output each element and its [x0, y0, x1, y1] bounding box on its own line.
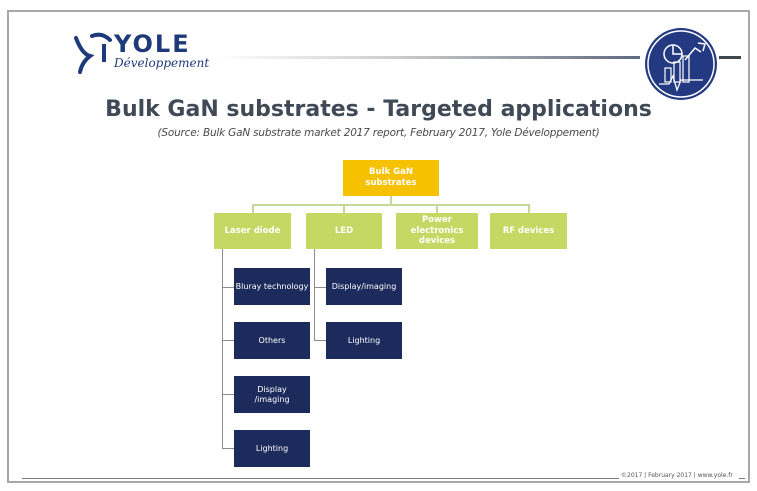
node-lighting-led: Lighting	[326, 322, 402, 359]
node-display-imaging-laser: Display /imaging	[234, 376, 310, 413]
node-display-imaging-led: Display/imaging	[326, 268, 402, 305]
connector-app-bar	[252, 204, 530, 206]
node-others: Others	[234, 322, 310, 359]
header-divider-right	[719, 56, 741, 59]
node-lighting-laser: Lighting	[234, 430, 310, 467]
connector-led-children	[314, 249, 315, 341]
yole-logo-mark-icon	[74, 32, 112, 74]
slide-title: Bulk GaN substrates - Targeted applicati…	[105, 97, 652, 122]
logo-subtitle: Développement	[114, 56, 210, 70]
connector-root-stem	[390, 196, 392, 205]
node-bulk-gan-substrates: Bulk GaN substrates	[343, 160, 439, 196]
node-led: LED	[306, 213, 382, 249]
node-rf-devices: RF devices	[490, 213, 567, 249]
connector-led-child-2	[314, 340, 326, 341]
connector-laser-child-3	[222, 394, 234, 395]
footer-divider-end	[739, 478, 745, 479]
footer-text: ©2017 | February 2017 | www.yole.fr	[621, 472, 733, 479]
connector-laser-child-1	[222, 287, 234, 288]
connector-led	[343, 204, 345, 213]
header-divider	[215, 56, 640, 59]
connector-power-electronics	[436, 204, 438, 213]
logo-name: YOLE	[114, 30, 191, 58]
connector-laser-diode	[252, 204, 254, 213]
connector-led-child-1	[314, 287, 326, 288]
connector-laser-child-4	[222, 448, 234, 449]
footer-divider	[22, 478, 619, 479]
connector-rf-devices	[528, 204, 530, 213]
node-laser-diode: Laser diode	[214, 213, 291, 249]
slide-source: (Source: Bulk GaN substrate market 2017 …	[157, 127, 600, 139]
connector-laser-diode-children	[222, 249, 223, 449]
connector-laser-child-2	[222, 340, 234, 341]
analytics-badge-icon	[645, 28, 717, 100]
node-bluray-technology: Bluray technology	[234, 268, 310, 305]
node-power-electronics-devices: Power electronics devices	[396, 213, 478, 249]
yole-logo: YOLE Développement	[72, 26, 212, 86]
